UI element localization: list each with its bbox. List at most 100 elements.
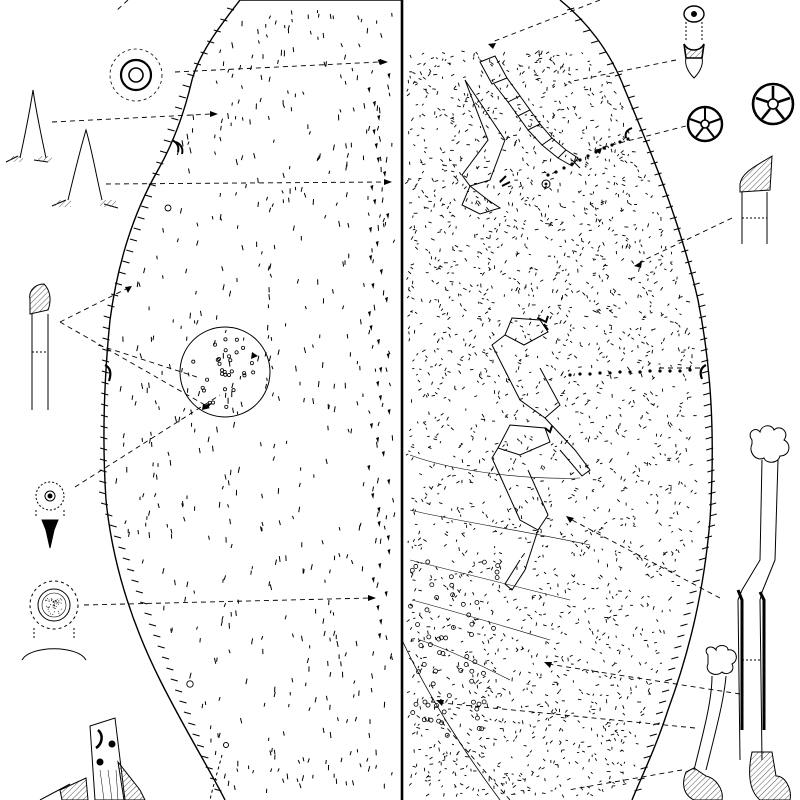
ventral-pore [493,738,497,741]
ventral-pore [512,173,514,177]
ventral-pore [586,400,589,403]
ventral-pore [620,107,623,110]
ventral-pore [566,397,568,401]
ventral-pore [539,594,542,599]
ventral-pore [540,464,543,469]
ventral-pore [412,765,417,768]
ventral-pore [598,70,602,73]
dorsal-seta [158,406,160,410]
ventral-pore [559,688,562,692]
ventral-pore [487,308,492,311]
marginal-seta [709,513,717,517]
dorsal-seta [270,336,273,341]
dorsal-seta [366,28,369,34]
ventral-disc-pore [494,575,500,580]
ventral-segment-lines [409,454,591,681]
ventral-pore [493,560,496,563]
ventral-pore [554,445,558,448]
ventral-pore [446,272,450,274]
ventral-pore [440,727,445,730]
ventral-pore [564,239,567,243]
ventral-pore [434,436,438,438]
marginal-seta [598,51,607,55]
ventral-pore [606,81,609,85]
ventral-disc-pore [421,717,427,723]
dorsal-seta [258,263,261,267]
marginal-seta [614,73,623,77]
ventral-pore [446,734,449,737]
dorsal-seta [388,382,392,387]
ventral-pore [533,69,536,73]
ventral-pore [608,775,611,780]
ventral-pore [505,524,509,528]
ventral-pore [505,739,509,742]
dorsal-seta [220,118,223,124]
dorsal-seta [329,672,332,677]
marginal-seta [665,678,673,682]
ventral-pore [487,106,490,110]
ventral-pore [447,326,451,330]
ventral-pore [407,270,412,275]
ventral-pore [634,626,638,630]
ventral-pore [656,619,659,623]
ventral-pore [570,290,574,293]
marginal-seta [148,183,156,187]
ventral-pore [472,346,475,348]
ventral-pore [586,294,589,299]
ventral-pore [522,394,526,396]
ventral-pore [676,330,680,333]
disc-stipple-dot [58,612,60,614]
ventral-pore [619,677,622,681]
cluster-pore [223,348,228,353]
ventral-pore [503,772,508,775]
dorsal-seta [387,84,390,90]
dorsal-seta [181,140,184,147]
marginal-seta [669,216,677,220]
ventral-pore [583,86,586,89]
ventral-pore [489,211,493,214]
ventral-pore [506,600,509,603]
marginal-seta [122,557,130,561]
ventral-pore [599,694,603,696]
ventral-pore [472,787,475,791]
eye [541,179,551,189]
ventral-pore [473,53,475,57]
ventral-pore [552,55,555,58]
ventral-pore [488,336,492,339]
dorsal-seta [257,355,260,362]
ventral-pore [437,338,440,342]
ventral-pore [497,320,501,322]
marginal-seta [200,51,208,55]
marginal-seta [700,348,708,352]
ventral-pore [587,60,591,63]
inset-quinquelocular-pore-1 [686,105,724,143]
ventral-pore [478,56,480,59]
marginal-seta [631,106,639,110]
ventral-pore [411,297,415,300]
dorsal-seta [333,630,336,636]
ventral-pore [649,301,652,304]
ventral-pore [552,114,556,118]
dorsal-seta [346,153,350,158]
median-spine [367,465,371,471]
ventral-pore [417,638,420,642]
ventral-pore [550,131,553,136]
ventral-disc-pore [460,601,466,607]
ventral-pore [613,108,617,110]
ventral-pore [607,582,610,587]
ventral-pore [483,292,487,296]
dorsal-seta [332,144,335,151]
ventral-pore [569,329,572,332]
ventral-pore [607,360,611,363]
dorsal-seta [174,579,176,586]
ventral-pore [680,415,685,417]
ventral-pore [676,511,679,515]
ventral-pore [438,770,442,774]
marginal-seta [698,557,706,561]
ventral-pore [506,618,510,622]
median-spine [372,101,376,107]
disc-stipple-dot [50,598,52,600]
ventral-pore [455,181,459,185]
ventral-pore [557,228,561,232]
ventral-pore [617,134,621,137]
